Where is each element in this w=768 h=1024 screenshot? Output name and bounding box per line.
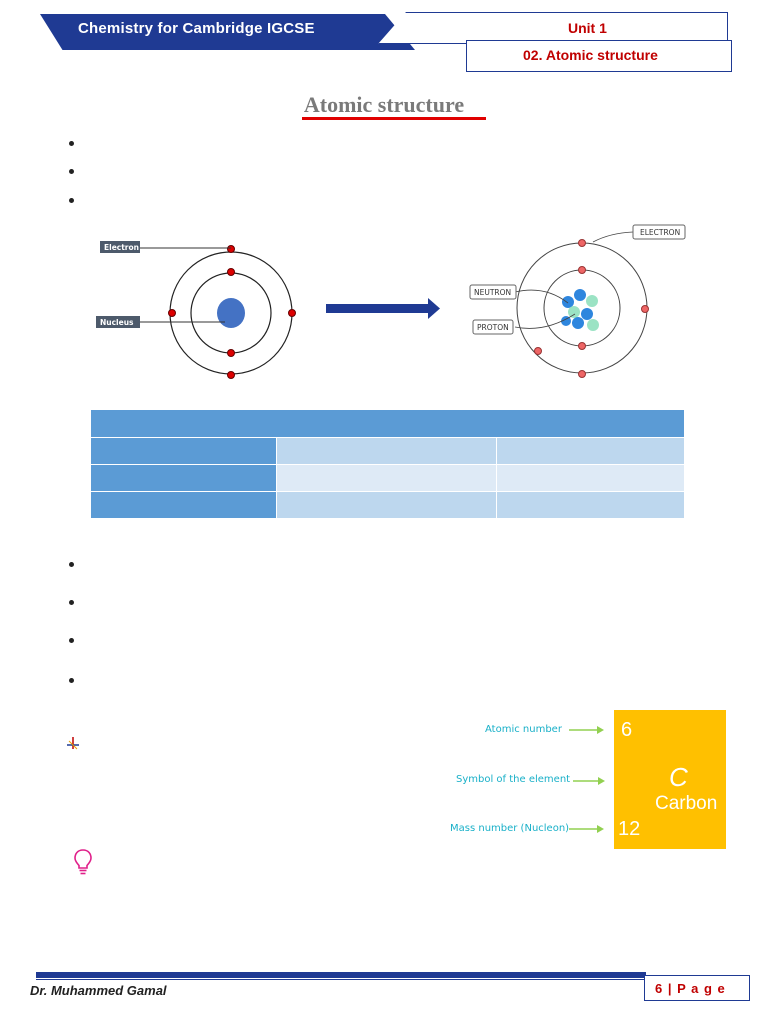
topic-label: 02. Atomic structure — [523, 47, 658, 63]
electron-label-right: ELECTRON — [640, 228, 680, 237]
atom-diagram: Electron Nucleus ELECTRON NEUTRON PROTON — [96, 224, 686, 379]
title-underline — [302, 117, 486, 120]
bullet — [69, 198, 74, 203]
mass-number: 12 — [618, 818, 641, 840]
unit-label: Unit 1 — [568, 20, 607, 36]
mass-number-label: Mass number (Nucleon) — [450, 823, 570, 834]
table-header-row — [91, 410, 684, 437]
element-name: Carbon — [655, 793, 718, 814]
atomic-number: 6 — [621, 719, 633, 741]
atomic-number-label: Atomic number — [485, 724, 562, 735]
neutron-label: NEUTRON — [474, 288, 511, 297]
header-band — [40, 14, 415, 50]
page-number-box — [644, 975, 750, 1001]
lightbulb-icon — [74, 849, 92, 875]
symbol-label: Symbol of the element — [456, 774, 571, 785]
transition-arrow — [326, 298, 440, 319]
arrow-right-icon — [569, 726, 604, 734]
arrow-right-icon — [573, 777, 605, 785]
electron-label: Electron — [104, 243, 139, 252]
bullet — [69, 678, 74, 683]
bullet — [69, 141, 74, 146]
nucleus-label: Nucleus — [100, 318, 134, 327]
table-row — [91, 464, 684, 491]
bohr-atom-model: Electron Nucleus — [96, 241, 296, 379]
footer-author: Dr. Muhammed Gamal — [30, 983, 167, 998]
element-symbol: C — [669, 762, 688, 792]
arrow-right-icon — [569, 825, 604, 833]
footer-band — [36, 972, 646, 978]
topic-box — [466, 40, 732, 72]
bullet — [69, 638, 74, 643]
bullet — [69, 562, 74, 567]
detailed-atom-model: ELECTRON NEUTRON PROTON — [469, 224, 686, 378]
sparkle-icon — [67, 737, 79, 750]
unit-box — [378, 12, 728, 44]
table-row — [91, 491, 684, 518]
proton-label: PROTON — [477, 323, 509, 332]
page-number: 6 | P a g e — [655, 981, 726, 996]
bullet — [69, 169, 74, 174]
element-tile — [614, 710, 726, 849]
footer-line — [36, 979, 646, 980]
course-title: Chemistry for Cambridge IGCSE — [78, 20, 315, 37]
page-title: Atomic structure — [303, 92, 465, 117]
particle-table — [91, 410, 684, 518]
table-row — [91, 437, 684, 464]
bullet — [69, 600, 74, 605]
